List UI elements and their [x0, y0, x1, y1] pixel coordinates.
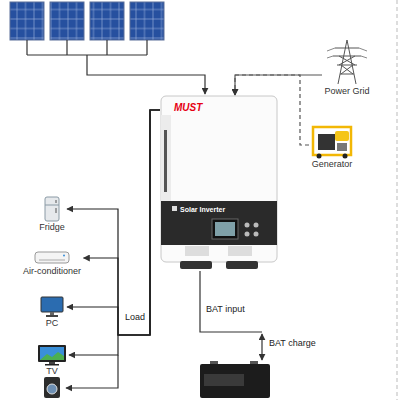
frame-border	[397, 0, 398, 400]
gen-icon	[311, 123, 353, 159]
solar-panels	[10, 2, 164, 40]
connector	[67, 110, 160, 335]
ac-icon	[34, 250, 70, 266]
node-label: Generator	[312, 159, 353, 170]
load-node: Air-conditioner	[21, 250, 84, 277]
wire-label: BAT input	[205, 304, 246, 315]
battery-wire	[200, 271, 262, 332]
appliance-body	[44, 377, 60, 398]
node-label: Fridge	[39, 222, 65, 233]
battery-charge-arrow	[261, 334, 262, 360]
load-wire	[66, 355, 118, 388]
grid-icon	[327, 38, 367, 86]
tv-icon	[37, 344, 67, 366]
connector	[235, 75, 322, 95]
fridge-icon	[44, 196, 60, 222]
solar-panel	[50, 2, 84, 40]
generator-node: Generator	[309, 123, 355, 170]
panel-wire	[27, 40, 147, 55]
battery-sticker	[204, 374, 244, 386]
connector	[69, 110, 160, 355]
battery-body	[200, 364, 270, 398]
node-label: TV	[46, 366, 58, 377]
connector	[67, 110, 160, 335]
brand-logo: MUST	[174, 102, 202, 113]
solar-panel	[90, 2, 124, 40]
panel-feed-wire	[87, 55, 205, 94]
appliance-icon	[44, 377, 60, 398]
appliance-door	[47, 384, 57, 394]
node-label: PC	[46, 318, 59, 329]
connector-layer	[67, 75, 322, 355]
battery-icon	[200, 361, 270, 398]
connector	[84, 110, 161, 335]
solar-panel	[130, 2, 164, 40]
wire-label: BAT charge	[268, 338, 317, 349]
power-grid-node: Power Grid	[322, 38, 372, 97]
wire-label: Load	[124, 312, 146, 323]
load-node: TV	[35, 344, 69, 377]
load-node: PC	[37, 296, 67, 329]
device-label: Solar Inverter	[180, 204, 225, 215]
node-label: Power Grid	[324, 86, 369, 97]
pc-icon	[39, 296, 65, 318]
load-node: Fridge	[37, 196, 67, 233]
solar-panel	[10, 2, 44, 40]
solar-inverter-node: MUST Solar Inverter	[160, 95, 278, 270]
node-label: Air-conditioner	[23, 266, 81, 277]
inverter-illustration	[160, 95, 278, 270]
